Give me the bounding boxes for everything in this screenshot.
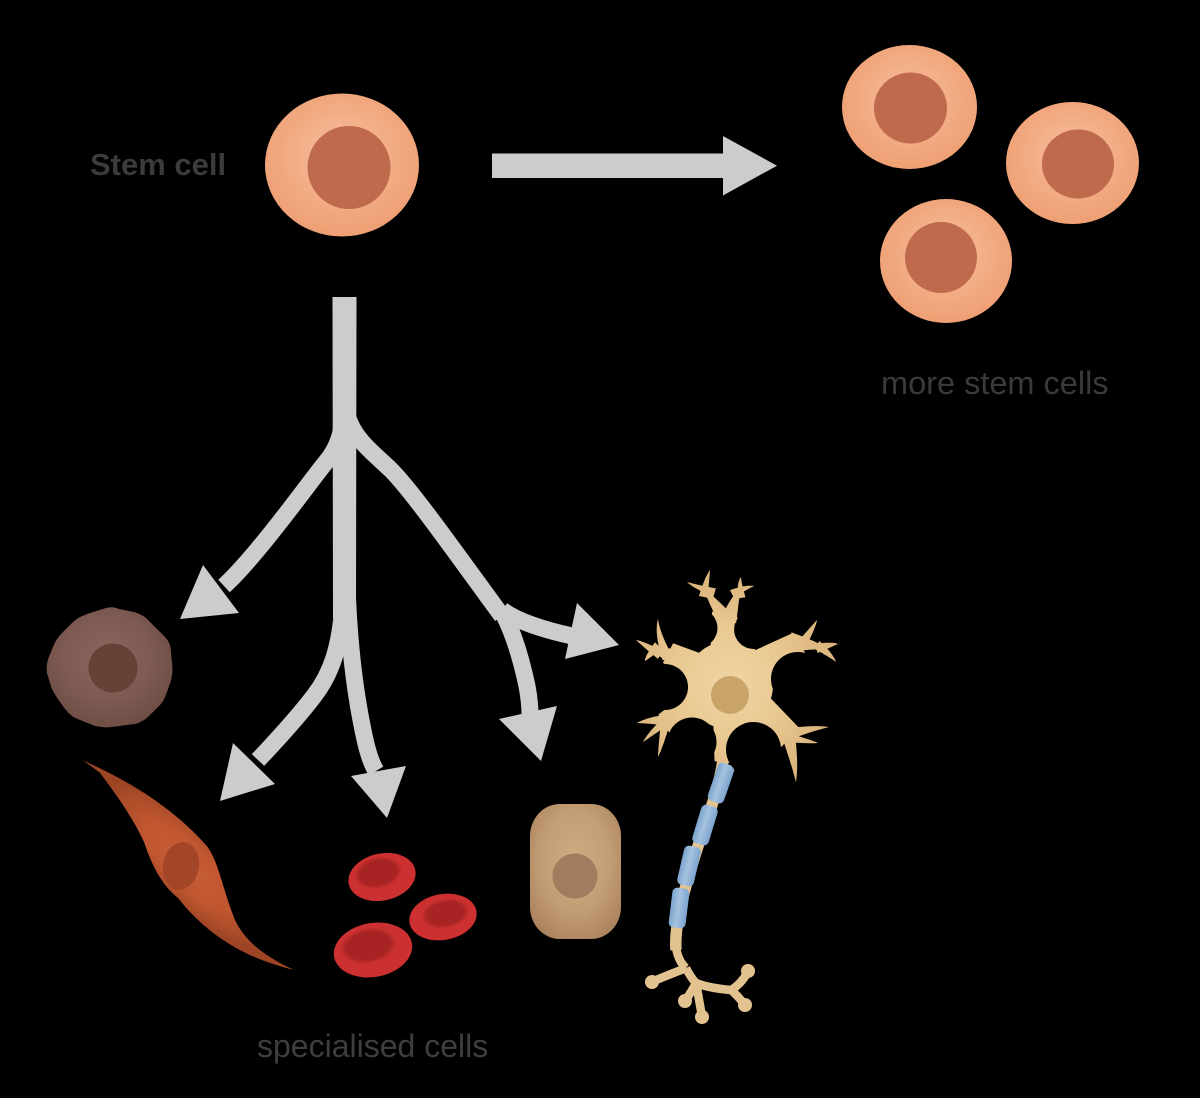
svg-text:specialised cells: specialised cells [257, 1028, 488, 1064]
svg-text:Stem cell: Stem cell [90, 147, 226, 182]
svg-text:more stem cells: more stem cells [881, 365, 1109, 401]
